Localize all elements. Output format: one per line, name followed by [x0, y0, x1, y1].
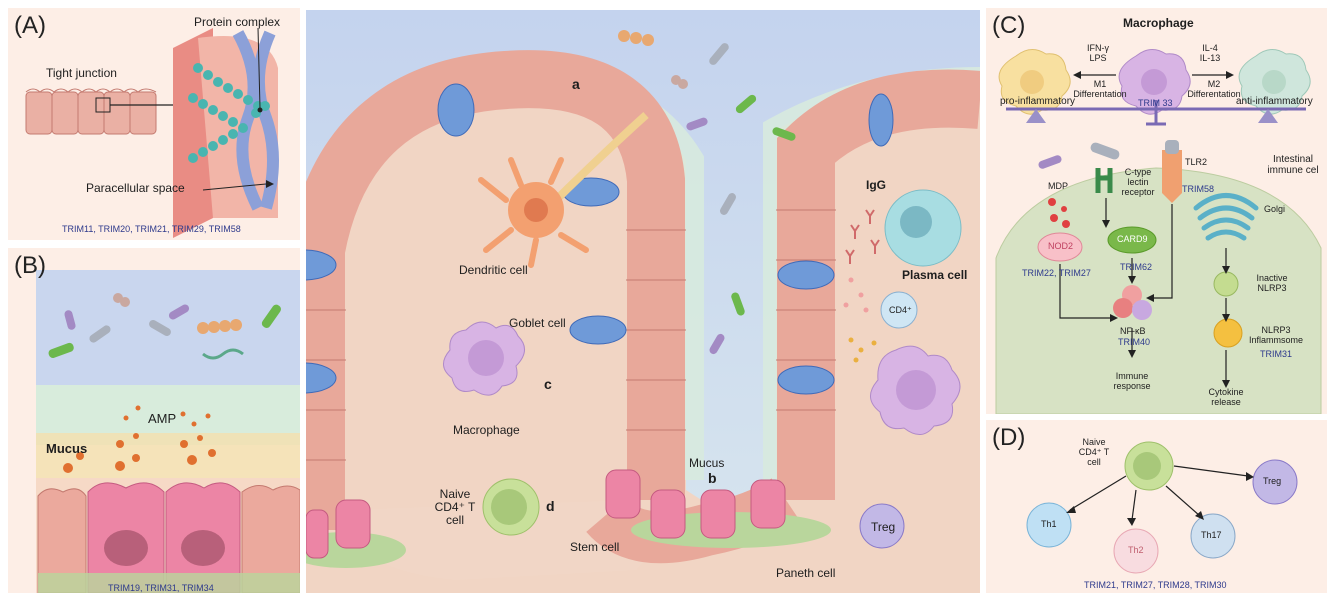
panel-d: (D) Naive CD4⁺ T cell Treg Th1 Th2 Th17 …	[986, 420, 1327, 593]
tight-junction-label: Tight junction	[46, 66, 117, 80]
th2-label: Th2	[1128, 545, 1144, 555]
inactive-nlrp3-label: Inactive NLRP3	[1256, 274, 1287, 294]
label-c: c	[544, 376, 552, 392]
macrophage-c-label: Macrophage	[1123, 16, 1194, 30]
plasma-cell-label: Plasma cell	[902, 268, 967, 282]
stem-cell-label: Stem cell	[570, 540, 619, 554]
panel-b-trims: TRIM19, TRIM31, TRIM34	[108, 583, 214, 593]
card9-label: CARD9	[1117, 234, 1148, 244]
il-label: IL-4 IL-13	[1200, 44, 1221, 64]
membrane-closeup	[173, 28, 278, 238]
panel-d-trims: TRIM21, TRIM27, TRIM28, TRIM30	[1084, 580, 1227, 590]
mucus-label: Mucus	[46, 441, 87, 456]
th1-label: Th1	[1041, 519, 1057, 529]
cytokine-release-label: Cytokine release	[1208, 388, 1243, 408]
treg-d-label: Treg	[1263, 476, 1281, 486]
naive-cd4-cell	[483, 479, 539, 535]
pro-inflammatory-label: pro-inflammatory	[1000, 96, 1075, 107]
dendritic-cell-label: Dendritic cell	[459, 263, 528, 277]
intestinal-immune-label: Intestinal immune cel	[1267, 154, 1318, 176]
label-d: d	[546, 498, 555, 514]
panel-b: (B) AMP Mucus TRIM19, TRIM31, TRIM34	[8, 248, 300, 593]
tlr2-label: TLR2	[1185, 157, 1207, 167]
panel-a-label: (A)	[14, 12, 46, 40]
plasma-cell	[885, 190, 961, 266]
goblet-cell-label: Goblet cell	[509, 316, 566, 330]
trim22-27-label: TRIM22, TRIM27	[1022, 268, 1091, 278]
panel-b-label: (B)	[14, 252, 46, 280]
anti-inflammatory-label: anti-inflammatory	[1236, 96, 1313, 107]
naive-t-cell	[1125, 442, 1173, 490]
epithelium-strip	[26, 89, 184, 134]
trim31-label: TRIM31	[1260, 349, 1292, 359]
panel-a: (A) Protein complex Tight junction Parac…	[8, 8, 300, 240]
trim40-label: TRIM40	[1118, 337, 1150, 347]
nfkb-label: NF-κB	[1120, 326, 1146, 336]
center-panel: a b c d Dendritic cell Goblet cell Macro…	[306, 10, 980, 593]
panel-a-trims: TRIM11, TRIM20, TRIM21, TRIM29, TRIM58	[62, 224, 241, 234]
panel-c: (C) Macrophage IFN-γ LPS M1 Differentati…	[986, 8, 1327, 414]
th17-label: Th17	[1201, 530, 1222, 540]
panel-c-label: (C)	[992, 12, 1025, 40]
trim33-label: TRIM 33	[1138, 98, 1173, 108]
igg-label: IgG	[866, 178, 886, 192]
macrophage-label: Macrophage	[453, 423, 520, 437]
trim58-label: TRIM58	[1182, 184, 1214, 194]
protein-complex-label: Protein complex	[194, 15, 280, 29]
mdp-label: MDP	[1048, 181, 1068, 191]
panel-d-label: (D)	[992, 424, 1025, 452]
nod2-label: NOD2	[1048, 241, 1073, 251]
immune-response-label: Immune response	[1113, 372, 1150, 392]
ifn-lps-label: IFN-γ LPS	[1087, 44, 1109, 64]
tlr2-receptor	[1162, 140, 1182, 203]
nlrp3-inflammasome-label: NLRP3 Inflammsome	[1249, 326, 1303, 346]
paracellular-space-label: Paracellular space	[86, 181, 185, 195]
cd4-label: CD4⁺	[889, 305, 912, 316]
t-cell-differentiation-illustration	[986, 420, 1327, 593]
naive-cd4-label: Naive CD4⁺ T cell	[435, 488, 476, 528]
mucus-center-label: Mucus	[689, 456, 724, 470]
tight-junction-illustration	[8, 8, 300, 240]
treg-center-label: Treg	[871, 520, 895, 534]
golgi-label: Golgi	[1264, 204, 1285, 214]
paneth-cell-label: Paneth cell	[776, 566, 835, 580]
epithelial-cells	[38, 483, 300, 593]
trim62-label: TRIM62	[1120, 262, 1152, 272]
intestinal-crypt-illustration	[306, 10, 980, 593]
m2-label: M2 Differentation	[1187, 80, 1240, 100]
c-type-label: C-type lectin receptor	[1121, 168, 1154, 198]
mdp	[1037, 154, 1062, 170]
amp-label: AMP	[148, 411, 176, 426]
label-b: b	[708, 470, 717, 486]
m1-label: M1 Differentation	[1073, 80, 1126, 100]
label-a: a	[572, 76, 580, 92]
naive-d-label: Naive CD4⁺ T cell	[1079, 438, 1110, 468]
